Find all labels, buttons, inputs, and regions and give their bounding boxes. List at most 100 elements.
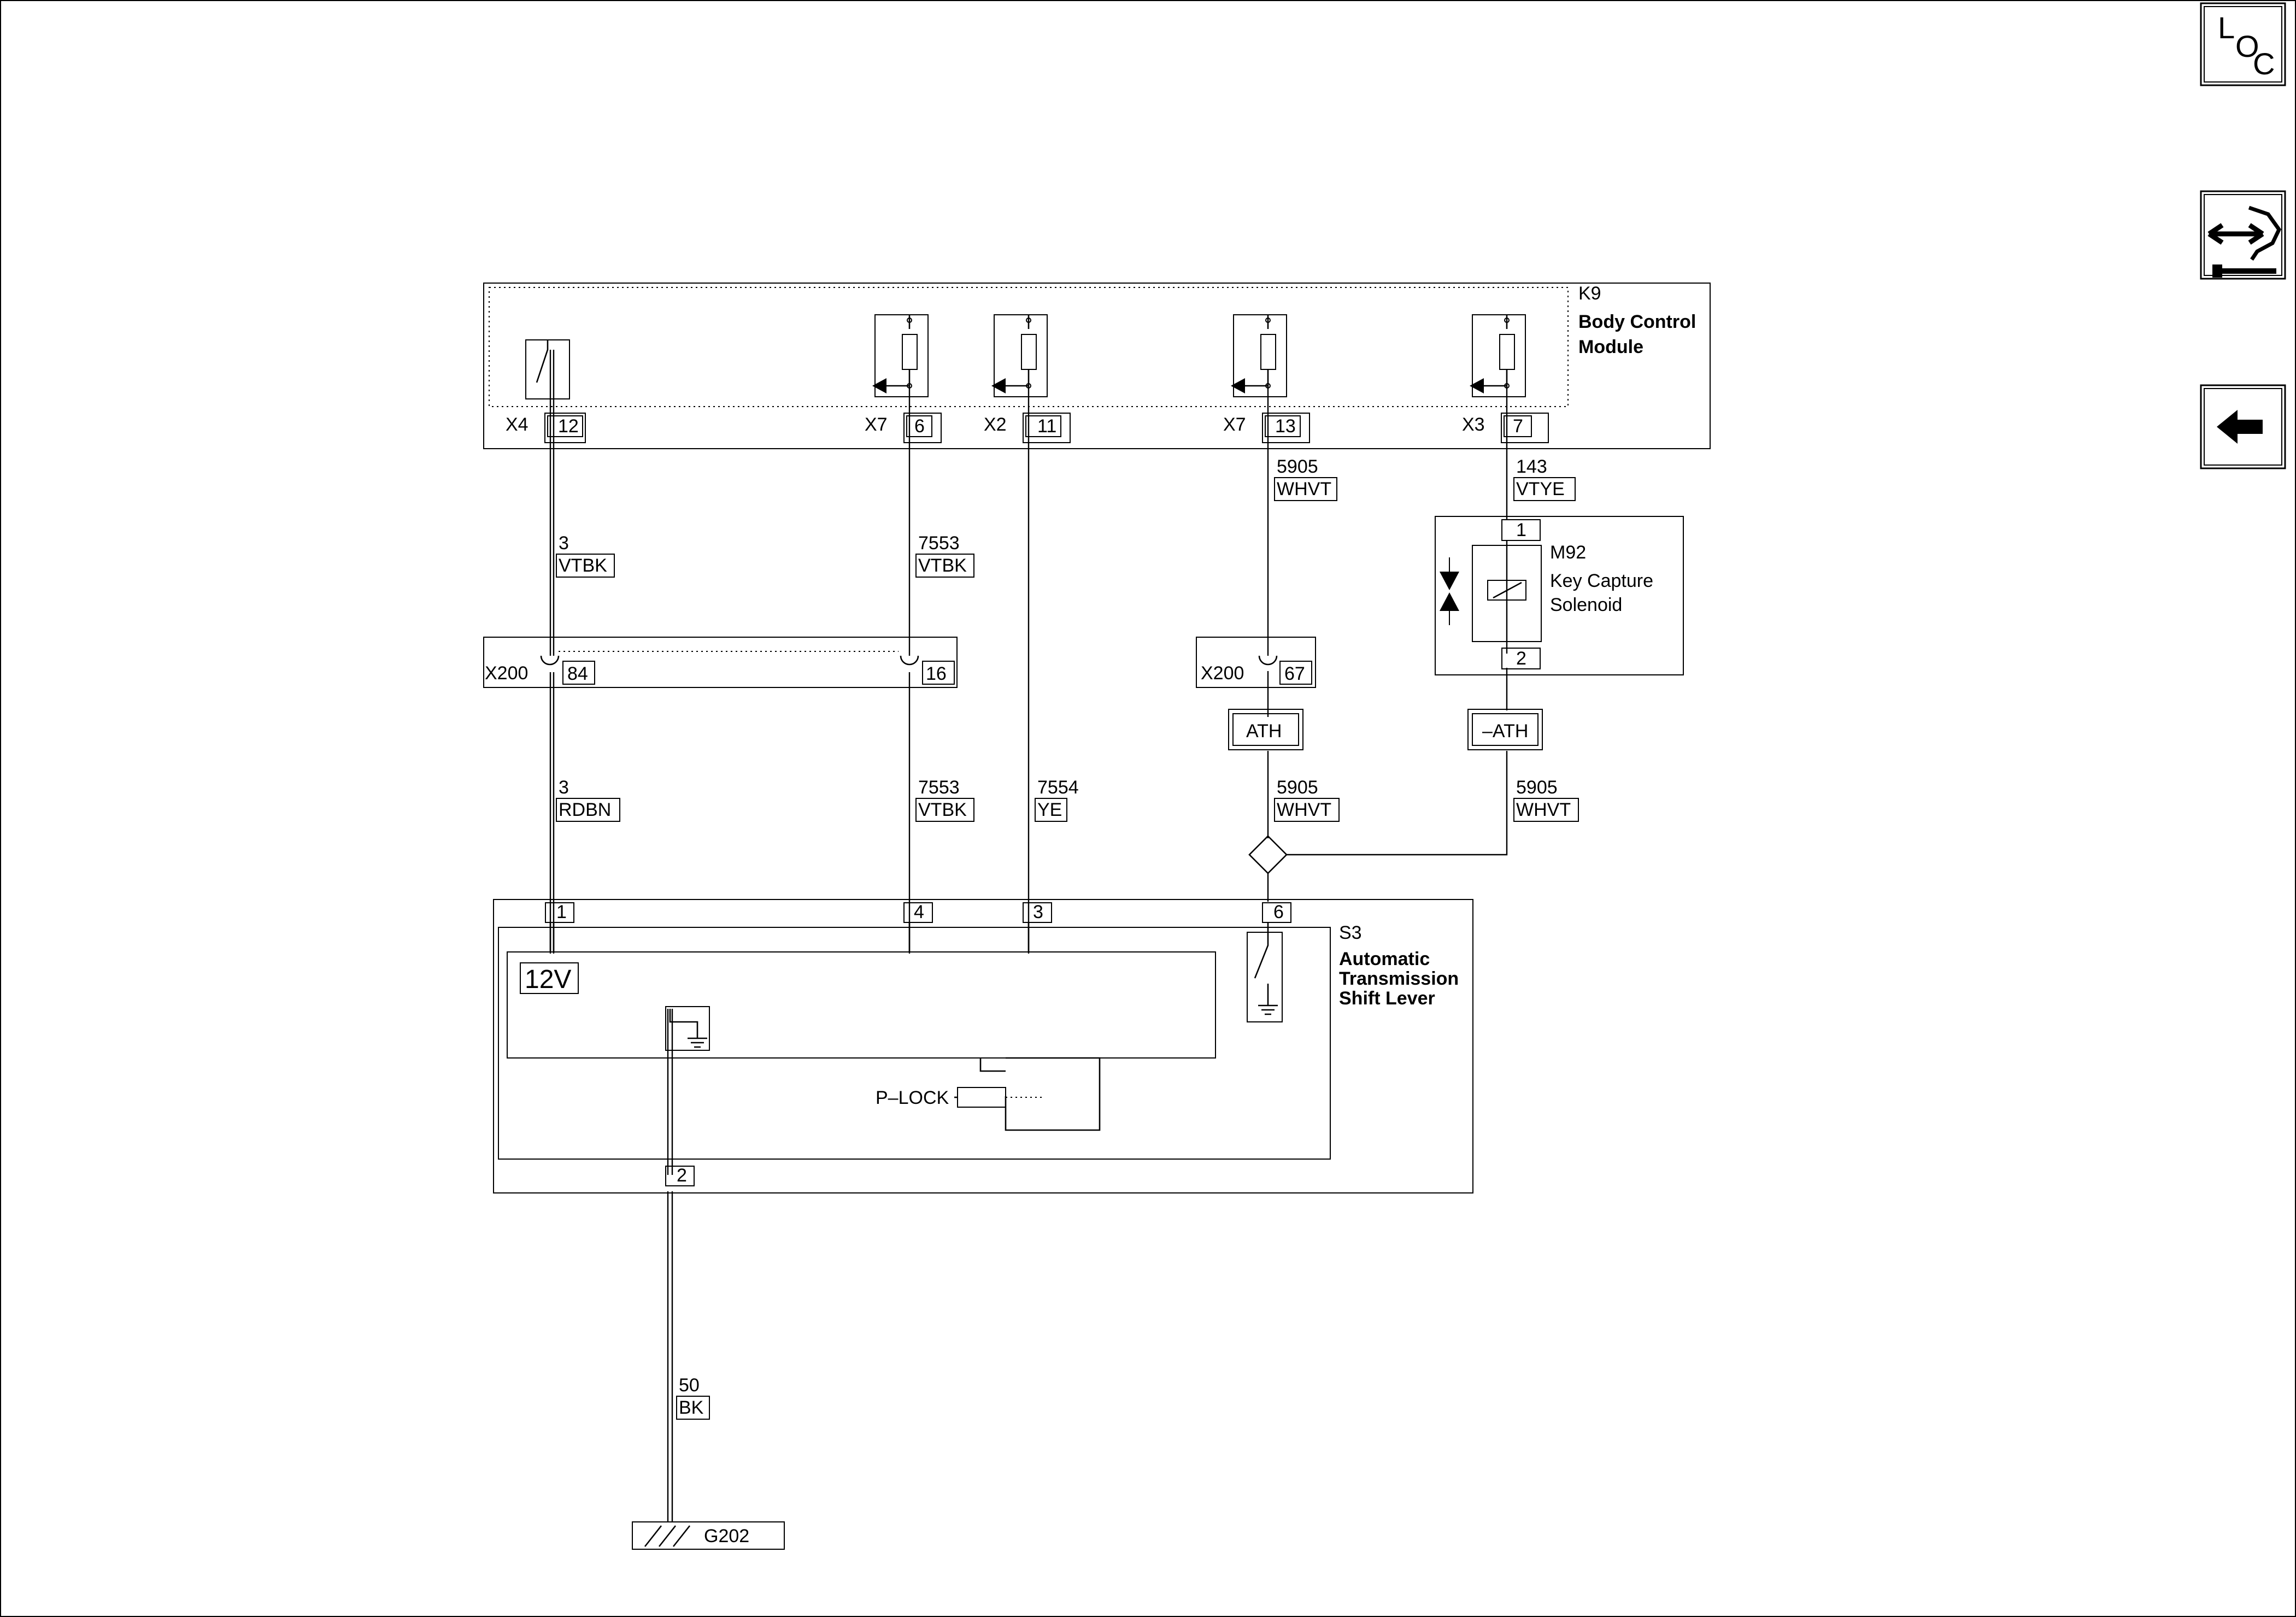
svg-text:84: 84	[567, 663, 588, 684]
svg-text:50: 50	[679, 1375, 700, 1396]
solenoid-arrow-up-icon	[1440, 572, 1459, 590]
svg-text:WHVT: WHVT	[1277, 479, 1331, 499]
s3-pin-2: 2	[677, 1165, 687, 1186]
svg-text:WHVT: WHVT	[1277, 799, 1331, 820]
s3-pin-3: 3	[1033, 902, 1043, 922]
loc-letter-o: O	[2235, 29, 2259, 63]
k9-pin-x3-7: X3 7	[1462, 413, 1549, 443]
svg-text:7553: 7553	[918, 777, 960, 798]
k9-ref: K9	[1578, 283, 1601, 304]
svg-text:1: 1	[1516, 520, 1526, 540]
wire-label-w9: 5905 WHVT	[1513, 777, 1579, 822]
s3-supply-12v: 12V	[525, 965, 571, 994]
k9-pin-x4-12: X4 12	[506, 413, 586, 443]
svg-text:X4: X4	[506, 414, 529, 435]
svg-text:X3: X3	[1462, 414, 1485, 435]
svg-text:3: 3	[559, 533, 569, 554]
s3-internal-ground-icon	[665, 1006, 710, 1051]
svg-text:5905: 5905	[1277, 456, 1318, 477]
connector-view-button[interactable]	[2200, 190, 2286, 280]
svg-text:5905: 5905	[1516, 777, 1558, 798]
wire-label-w3: 5905 WHVT	[1274, 456, 1337, 501]
s3-pin-4: 4	[914, 902, 924, 922]
svg-text:VTBK: VTBK	[918, 555, 967, 576]
k9-input-circuit-x7-6	[872, 314, 929, 397]
s3-automatic-transmission-shift-lever: 1 4 3 6 2 12V P–LOCK S3	[493, 899, 1473, 1193]
option-ath: ATH	[1228, 709, 1303, 750]
k9-internal-switch	[525, 339, 570, 399]
svg-text:BK: BK	[679, 1397, 704, 1418]
s3-pin-6: 6	[1273, 902, 1284, 922]
loc-button[interactable]: L O C	[2200, 2, 2286, 86]
k9-pin-x2-11: X2 11	[984, 413, 1071, 443]
svg-text:12: 12	[558, 416, 579, 437]
svg-text:Solenoid: Solenoid	[1550, 595, 1622, 615]
s3-name-1: Automatic	[1339, 949, 1430, 969]
svg-text:VTBK: VTBK	[918, 799, 967, 820]
loc-letter-c: C	[2253, 46, 2275, 81]
svg-text:YE: YE	[1037, 799, 1062, 820]
svg-text:X7: X7	[865, 414, 888, 435]
loc-letter-l: L	[2218, 10, 2235, 45]
wire-label-w10: 50 BK	[676, 1375, 710, 1420]
svg-text:X7: X7	[1223, 414, 1246, 435]
k9-pin-x7-13: X7 13	[1223, 413, 1310, 443]
svg-text:16: 16	[926, 663, 947, 684]
g202-ground: G202	[632, 1521, 785, 1550]
solenoid-arrow-down-icon	[1440, 592, 1459, 611]
s3-pin-1: 1	[556, 902, 567, 922]
ground-hatch-icon	[644, 1525, 691, 1547]
k9-input-circuit-x2-11	[991, 314, 1048, 397]
svg-text:X200: X200	[485, 663, 528, 684]
svg-text:WHVT: WHVT	[1516, 799, 1571, 820]
svg-text:X2: X2	[984, 414, 1007, 435]
k9-input-circuit-x7-13	[1231, 314, 1287, 397]
svg-text:5905: 5905	[1277, 777, 1318, 798]
wire-label-w4: 143 VTYE	[1513, 456, 1576, 501]
svg-text:X200: X200	[1201, 663, 1244, 684]
inline-connector-x200-a: X200 84 16	[483, 637, 958, 688]
inline-connector-x200-b: X200 67	[1196, 637, 1316, 688]
svg-text:143: 143	[1516, 456, 1547, 477]
s3-park-switch	[1247, 932, 1283, 1022]
k9-pin-x7-6: X7 6	[865, 413, 942, 443]
back-button[interactable]	[2200, 384, 2286, 469]
svg-text:G202: G202	[704, 1526, 749, 1547]
svg-text:–ATH: –ATH	[1482, 721, 1528, 742]
connector-wrench-icon	[2207, 205, 2282, 278]
svg-text:7553: 7553	[918, 533, 960, 554]
svg-text:11: 11	[1037, 416, 1056, 437]
svg-text:3: 3	[559, 777, 569, 798]
left-arrow-icon	[2217, 410, 2263, 444]
wire-label-w8: 5905 WHVT	[1274, 777, 1340, 822]
svg-text:67: 67	[1284, 663, 1305, 684]
k9-body-control-module: K9 Body Control Module	[483, 283, 1711, 449]
s3-plock-label: P–LOCK	[876, 1087, 949, 1108]
k9-name-1: Body Control	[1578, 311, 1696, 332]
splice-point	[1248, 835, 1288, 874]
wire-label-w5: 3 RDBN	[556, 777, 620, 822]
s3-name-2: Transmission	[1339, 968, 1459, 989]
wire-label-w2: 7553 VTBK	[915, 533, 974, 578]
wire-label-w1: 3 VTBK	[556, 533, 615, 578]
svg-text:6: 6	[914, 416, 925, 437]
wire-label-w7: 7554 YE	[1035, 777, 1079, 822]
s3-name-3: Shift Lever	[1339, 988, 1435, 1009]
option-no-ath: –ATH	[1467, 709, 1543, 750]
svg-text:VTYE: VTYE	[1516, 479, 1565, 499]
k9-name-2: Module	[1578, 337, 1643, 357]
k9-input-circuit-x3-7	[1470, 314, 1526, 397]
wires	[549, 350, 1508, 1522]
m92-key-capture-solenoid: 1 2 M92 Key Capture Solenoid	[1435, 516, 1684, 675]
svg-text:ATH: ATH	[1246, 721, 1282, 742]
svg-text:RDBN: RDBN	[559, 799, 611, 820]
svg-text:13: 13	[1275, 416, 1296, 437]
svg-text:7: 7	[1513, 416, 1523, 437]
wire-label-w6: 7553 VTBK	[915, 777, 974, 822]
s3-ref: S3	[1339, 922, 1362, 943]
svg-text:Key Capture: Key Capture	[1550, 571, 1653, 591]
svg-text:2: 2	[1516, 648, 1526, 669]
wire-circuit-143-5905	[1285, 386, 1508, 856]
